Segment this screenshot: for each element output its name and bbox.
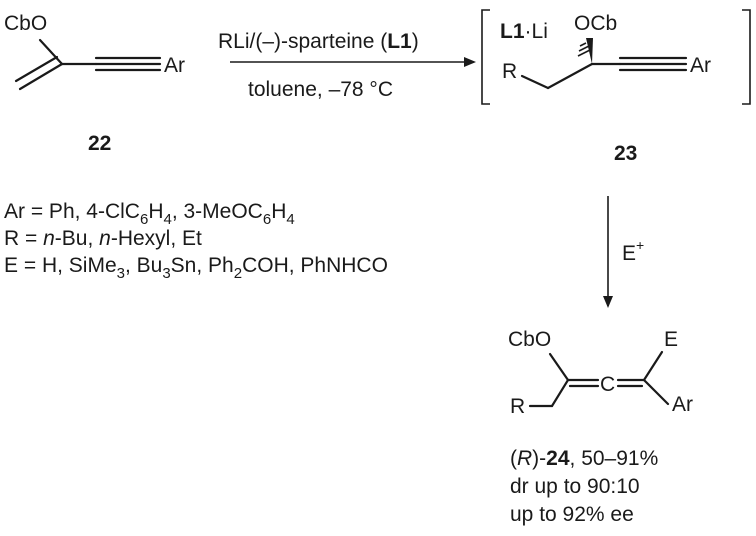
r-ch2-bond (520, 74, 550, 90)
right-bracket (742, 9, 751, 105)
product-24: CbO C E Ar R (R)-24, 50–91% dr up to 90:… (508, 328, 693, 526)
diastereomeric-ratio: dr up to 90:10 (510, 475, 640, 498)
electrophile-label: E+ (622, 237, 644, 265)
compound-number-22: 22 (88, 132, 111, 155)
cbo-label: CbO (508, 328, 551, 351)
ar-label: Ar (164, 54, 185, 77)
r-definition: R = n-Bu, n-Hexyl, Et (4, 227, 202, 250)
reagent-text: RLi/(–)-sparteine (L1) (218, 30, 419, 53)
c-ar-bond (642, 378, 670, 406)
methylene-double-bond-b (14, 55, 59, 83)
intermediate-23: L1·Li OCb R Ar 23 (481, 9, 751, 165)
enantiomeric-excess: up to 92% ee (510, 503, 634, 526)
c-ch2-bond (550, 378, 570, 408)
c-o-bond (548, 352, 570, 382)
c-e-bond (642, 350, 664, 382)
cbo-label: CbO (4, 12, 47, 35)
compound-number-23: 23 (614, 142, 637, 165)
ocb-label: OCb (574, 12, 617, 35)
ar-definition: Ar = Ph, 4-ClC6H4, 3-MeOC6H4 (4, 200, 295, 228)
ch2-c-bond (546, 62, 594, 90)
compound-22: CbO Ar 22 (4, 12, 185, 155)
reaction-step-2: E+ (603, 196, 644, 308)
bold-wedge-bond (586, 38, 593, 64)
ligand-label: L1·Li (500, 20, 548, 43)
ar-label: Ar (672, 393, 693, 416)
r-label: R (502, 60, 517, 83)
e-label: E (664, 328, 678, 351)
product-label: (R)-24, 50–91% (510, 447, 658, 470)
e-definition: E = H, SiMe3, Bu3Sn, Ph2COH, PhNHCO (4, 254, 388, 282)
ar-label: Ar (690, 54, 711, 77)
central-carbon-label: C (600, 373, 615, 396)
substituent-definitions: Ar = Ph, 4-ClC6H4, 3-MeOC6H4 R = n-Bu, n… (4, 200, 388, 282)
left-bracket (481, 9, 490, 105)
r-label: R (510, 395, 525, 418)
methylene-double-bond-a (18, 62, 64, 91)
reaction-step-1: RLi/(–)-sparteine (L1) toluene, –78 °C (218, 30, 476, 101)
c-o-bond (38, 38, 64, 66)
conditions-text: toluene, –78 °C (248, 78, 393, 101)
